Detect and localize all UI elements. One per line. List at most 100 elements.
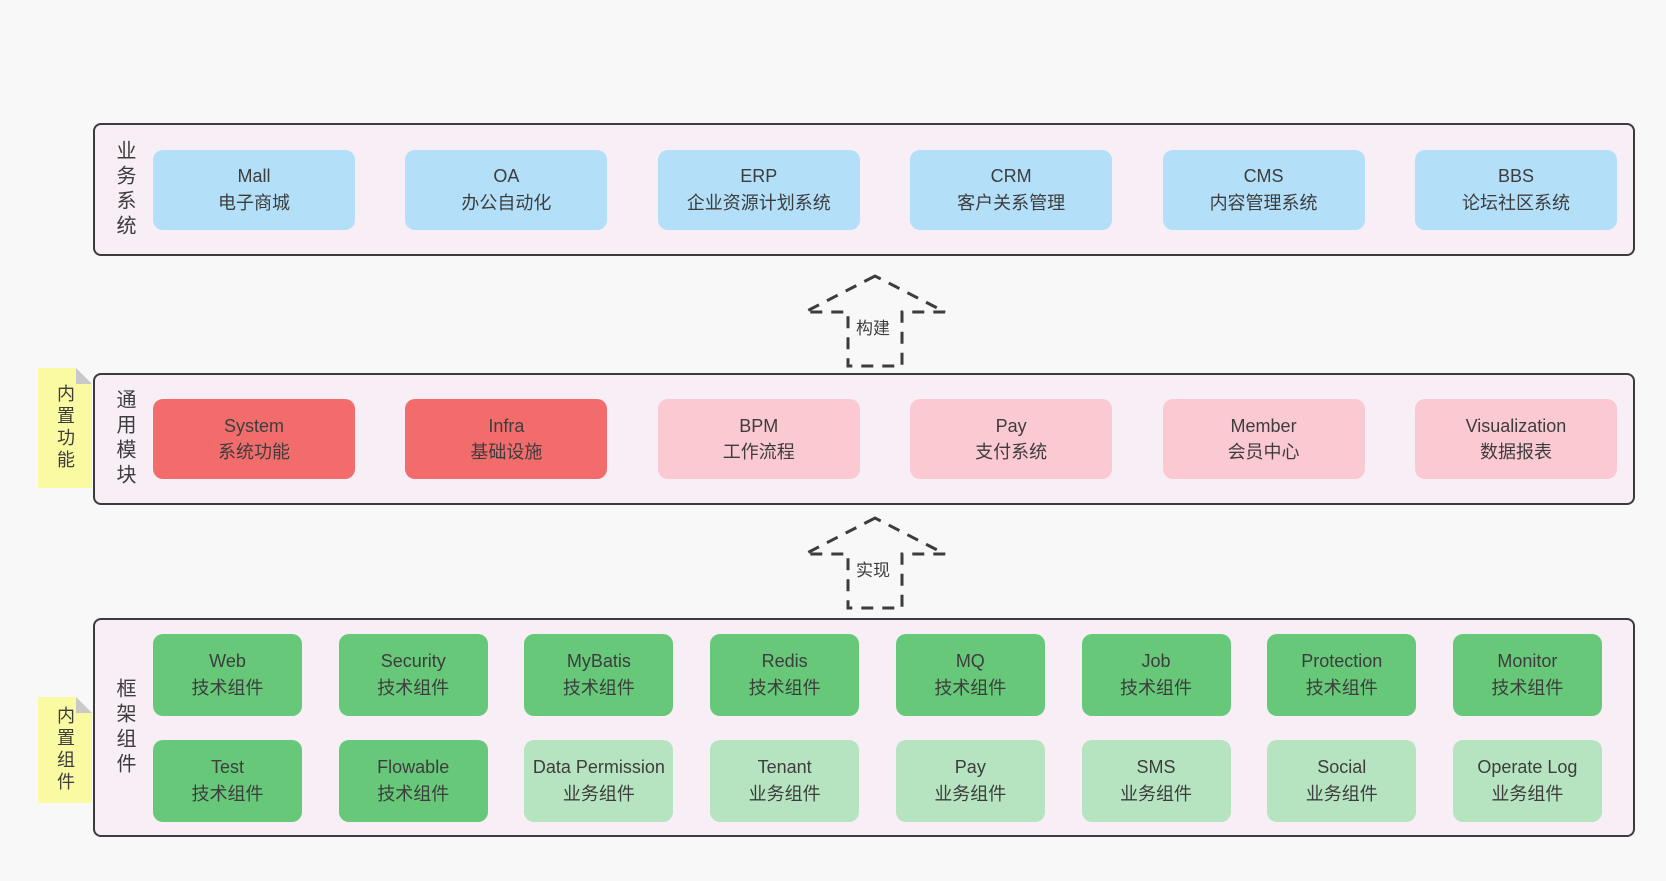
box-subtitle: 系统功能 <box>218 442 290 462</box>
layer-modules-content: System 系统功能 Infra 基础设施 BPM 工作流程 Pay 支付系统… <box>153 375 1633 503</box>
box-subtitle: 技术组件 <box>191 783 264 804</box>
box-title: OA <box>493 166 520 187</box>
box-subtitle: 业务组件 <box>1491 783 1564 804</box>
box-title: ERP <box>740 166 778 187</box>
box-subtitle: 技术组件 <box>748 677 821 698</box>
box-social: Social 业务组件 <box>1267 739 1417 822</box>
box-subtitle: 技术组件 <box>1305 677 1378 698</box>
box-subtitle: 客户关系管理 <box>957 192 1066 213</box>
box-subtitle: 办公自动化 <box>461 192 552 213</box>
box-web: Web 技术组件 <box>153 633 302 716</box>
layer-modules-label: 通用模块 <box>113 389 135 489</box>
box-subtitle: 业务组件 <box>934 783 1007 804</box>
box-subtitle: 技术组件 <box>191 677 264 698</box>
box-title: Web <box>209 651 246 672</box>
box-title: MQ <box>955 651 985 672</box>
box-subtitle: 内容管理系统 <box>1209 192 1318 213</box>
box-pay-component: Pay 业务组件 <box>895 739 1045 822</box>
box-title: Test <box>210 757 244 778</box>
box-title: Pay <box>954 757 986 778</box>
box-subtitle: 基础设施 <box>470 442 543 462</box>
box-security: Security 技术组件 <box>338 633 488 716</box>
implement-arrow <box>804 516 946 610</box>
box-protection: Protection 技术组件 <box>1267 633 1417 716</box>
box-title: Flowable <box>377 757 450 778</box>
box-subtitle: 论坛社区系统 <box>1461 192 1570 213</box>
box-subtitle: 业务组件 <box>562 783 635 804</box>
box-title: Data Permission <box>532 757 665 778</box>
box-title: System <box>223 415 284 436</box>
layer-business-systems: 业务系统 Mall 电子商城 OA 办公自动化 ERP 企业资源计划系统 CRM… <box>93 123 1635 256</box>
layer-business-label: 业务系统 <box>113 139 135 240</box>
box-mq: MQ 技术组件 <box>895 633 1045 716</box>
box-data-permission: Data Permission 业务组件 <box>524 739 674 822</box>
box-operate-log: Operate Log 业务组件 <box>1452 739 1602 822</box>
note-built-in-components: 内置组件 <box>38 697 92 803</box>
components-row-2: Test 技术组件 Flowable 技术组件 Data Permission … <box>153 739 1602 822</box>
box-title: Mall <box>237 166 271 187</box>
box-bpm: BPM 工作流程 <box>657 399 860 479</box>
box-title: Protection <box>1301 651 1383 672</box>
box-title: BPM <box>739 415 779 436</box>
box-mybatis: MyBatis 技术组件 <box>524 633 674 716</box>
box-member: Member 会员中心 <box>1162 399 1365 479</box>
box-title: CMS <box>1243 166 1284 187</box>
layer-components-label: 框架组件 <box>113 677 135 778</box>
box-mall: Mall 电子商城 <box>153 149 355 230</box>
box-title: Social <box>1317 757 1367 778</box>
layer-components-content: Web 技术组件 Security 技术组件 MyBatis 技术组件 Redi… <box>153 620 1633 835</box>
box-subtitle: 企业资源计划系统 <box>686 192 831 213</box>
box-subtitle: 技术组件 <box>1120 677 1193 698</box>
box-visualization: Visualization 数据报表 <box>1414 399 1617 479</box>
build-arrow <box>804 274 946 368</box>
box-title: BBS <box>1497 166 1534 187</box>
box-monitor: Monitor 技术组件 <box>1452 633 1602 716</box>
box-subtitle: 支付系统 <box>975 442 1048 462</box>
box-title: Pay <box>995 415 1027 436</box>
box-pay-module: Pay 支付系统 <box>910 399 1113 479</box>
box-cms: CMS 内容管理系统 <box>1162 149 1365 230</box>
box-title: Visualization <box>1465 415 1567 436</box>
box-title: Job <box>1141 651 1171 672</box>
box-subtitle: 技术组件 <box>934 677 1007 698</box>
box-subtitle: 数据报表 <box>1479 442 1552 462</box>
box-title: Member <box>1230 415 1297 436</box>
box-title: CRM <box>990 166 1032 187</box>
box-subtitle: 会员中心 <box>1227 442 1300 462</box>
box-title: Operate Log <box>1477 757 1578 778</box>
layer-framework-components: 框架组件 Web 技术组件 Security 技术组件 MyBatis 技术组件… <box>93 618 1635 837</box>
box-subtitle: 技术组件 <box>377 677 450 698</box>
box-title: Tenant <box>757 757 812 778</box>
box-subtitle: 工作流程 <box>722 442 795 462</box>
box-subtitle: 业务组件 <box>1120 783 1193 804</box>
box-bbs: BBS 论坛社区系统 <box>1414 149 1617 230</box>
box-crm: CRM 客户关系管理 <box>910 149 1113 230</box>
box-infra: Infra 基础设施 <box>405 399 608 479</box>
box-oa: OA 办公自动化 <box>405 149 608 230</box>
box-title: Monitor <box>1497 651 1558 672</box>
layer-common-modules: 通用模块 System 系统功能 Infra 基础设施 BPM 工作流程 Pay… <box>93 373 1635 505</box>
box-job: Job 技术组件 <box>1081 633 1231 716</box>
box-subtitle: 技术组件 <box>562 677 635 698</box>
box-flowable: Flowable 技术组件 <box>338 739 488 822</box>
box-subtitle: 业务组件 <box>748 783 821 804</box>
box-erp: ERP 企业资源计划系统 <box>657 149 860 230</box>
box-sms: SMS 业务组件 <box>1081 739 1231 822</box>
box-system: System 系统功能 <box>153 399 355 479</box>
layer-business-content: Mall 电子商城 OA 办公自动化 ERP 企业资源计划系统 CRM 客户关系… <box>153 125 1633 254</box>
box-title: SMS <box>1136 757 1176 778</box>
box-redis: Redis 技术组件 <box>710 633 860 716</box>
box-title: Security <box>380 651 446 672</box>
box-subtitle: 技术组件 <box>1491 677 1564 698</box>
note-built-in-features: 内置功能 <box>38 368 92 488</box>
box-title: Redis <box>761 651 808 672</box>
box-tenant: Tenant 业务组件 <box>710 739 860 822</box>
box-title: MyBatis <box>566 651 631 672</box>
implement-arrow-label: 实现 <box>853 554 893 583</box>
build-arrow-label: 构建 <box>853 312 893 341</box>
box-subtitle: 技术组件 <box>377 783 450 804</box>
box-subtitle: 业务组件 <box>1305 783 1378 804</box>
box-title: Infra <box>488 415 525 436</box>
box-subtitle: 电子商城 <box>218 192 290 213</box>
box-test: Test 技术组件 <box>153 739 302 822</box>
